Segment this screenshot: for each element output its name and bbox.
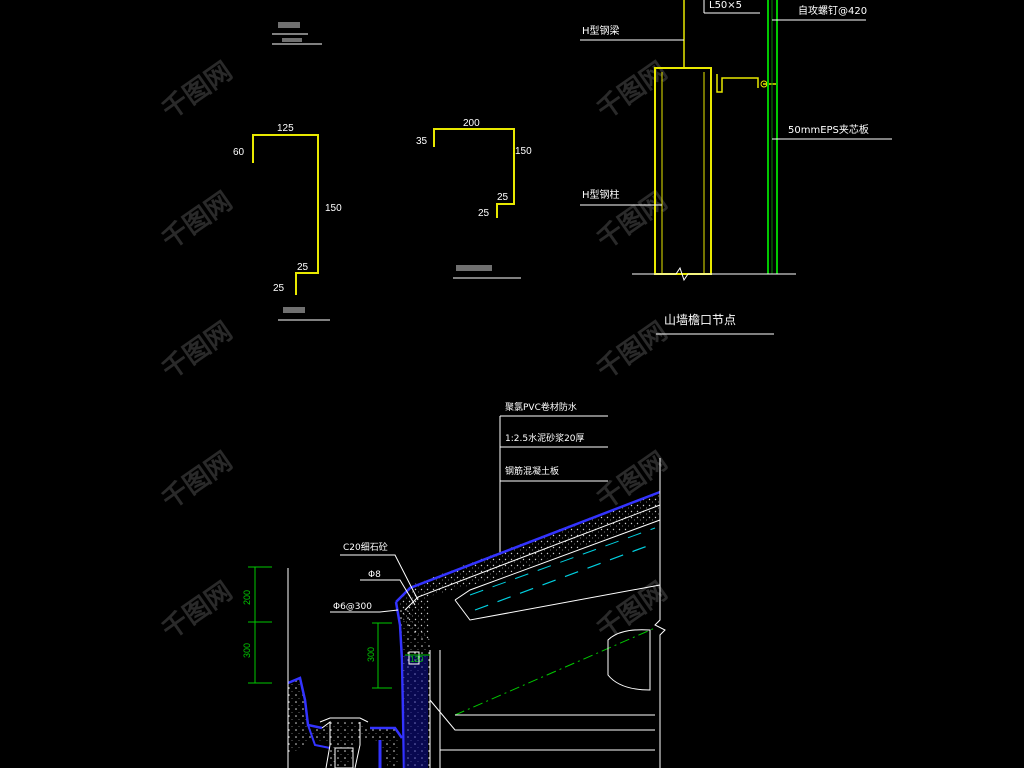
detail-caption: 山墙檐口节点 bbox=[664, 313, 736, 327]
dim-top: 125 bbox=[277, 123, 294, 134]
gable-eave-detail: L50×5 自攻螺钉@420 H型钢梁 50mmEPS夹芯板 H型钢柱 山墙檐口… bbox=[580, 0, 892, 335]
watermark: 千图网 bbox=[592, 316, 673, 385]
dim-bottom: 25 bbox=[273, 283, 285, 294]
dim-left: 60 bbox=[233, 147, 245, 158]
label-rebar: Φ8 bbox=[368, 570, 381, 580]
dim-thickness: 120 bbox=[410, 655, 424, 664]
label-concrete: C20细石砼 bbox=[343, 541, 388, 553]
gutter-profile-b: 200 35 150 25 25 bbox=[416, 118, 532, 279]
watermark: 千图网 bbox=[592, 576, 673, 645]
dim-bottom-right: 25 bbox=[297, 262, 309, 273]
dim-wall: 300 bbox=[366, 647, 376, 662]
label-eps-panel: 50mmEPS夹芯板 bbox=[788, 123, 869, 136]
dim-right: 150 bbox=[515, 146, 532, 157]
label-steel-angle: L50×5 bbox=[709, 0, 742, 11]
label-spacing: Φ6@300 bbox=[333, 602, 372, 612]
watermark: 千图网 bbox=[592, 56, 673, 125]
label-pvc-membrane: 聚氯PVC卷材防水 bbox=[505, 401, 577, 413]
dim-upper: 200 bbox=[242, 590, 252, 605]
dim-lip: 25 bbox=[497, 192, 509, 203]
dim-lower: 300 bbox=[242, 643, 252, 658]
dim-bottom: 25 bbox=[478, 208, 490, 219]
label-slab: 钢筋混凝土板 bbox=[505, 465, 559, 477]
eave-section-detail: 聚氯PVC卷材防水 1:2.5水泥砂浆20厚 钢筋混凝土板 bbox=[242, 401, 666, 768]
watermark: 千图网 bbox=[157, 186, 238, 255]
label-mortar: 1:2.5水泥砂浆20厚 bbox=[505, 432, 585, 444]
dim-top: 200 bbox=[463, 118, 480, 129]
top-left-note bbox=[272, 22, 322, 45]
label-h-beam: H型钢梁 bbox=[582, 24, 620, 37]
watermark-layer: 千图网 千图网 千图网 千图网 千图网 千图网 千图网 千图网 千图网 千图网 bbox=[157, 56, 673, 645]
watermark: 千图网 bbox=[157, 576, 238, 645]
watermark: 千图网 bbox=[157, 56, 238, 125]
watermark: 千图网 bbox=[157, 316, 238, 385]
dim-left: 35 bbox=[416, 136, 428, 147]
label-screw: 自攻螺钉@420 bbox=[798, 4, 867, 17]
label-h-column: H型钢柱 bbox=[582, 188, 620, 201]
dim-right: 150 bbox=[325, 203, 342, 214]
gutter-profile-a: 125 60 150 25 25 bbox=[233, 123, 342, 321]
watermark: 千图网 bbox=[157, 446, 238, 515]
